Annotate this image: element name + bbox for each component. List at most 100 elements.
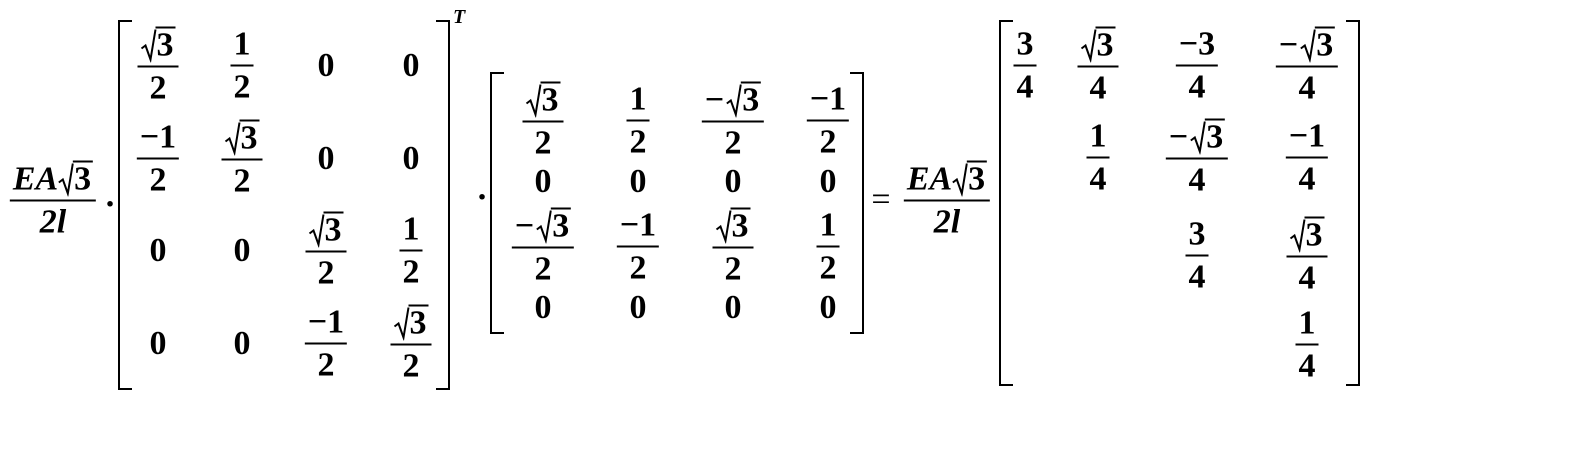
multiply-dot-2: · — [476, 179, 488, 216]
fraction-numerator: −3 — [1166, 118, 1228, 155]
fraction-bar — [1285, 156, 1329, 159]
fraction-numerator: 3 — [1188, 215, 1206, 253]
matrix-entry: 0 — [534, 163, 552, 200]
fraction-denominator: 2 — [629, 123, 647, 161]
fraction-denominator: 4 — [1188, 68, 1206, 106]
matrix-a-left-bracket — [118, 20, 132, 390]
sqrt-sign: 3 — [1289, 216, 1325, 253]
fraction-denominator: 2 — [819, 249, 837, 287]
transpose-superscript: T — [453, 6, 466, 28]
coef-prefix-right: EA — [906, 160, 953, 198]
fraction-denominator: 2 — [233, 162, 251, 200]
fraction-denominator: 2 — [149, 69, 167, 107]
minus-sign: − — [1278, 26, 1299, 64]
fraction-numerator: 1 — [233, 25, 251, 63]
radicand: 3 — [730, 207, 751, 245]
fraction-numerator: 3 — [222, 119, 263, 156]
fraction-denominator: 4 — [1089, 69, 1107, 107]
radicand: 3 — [155, 26, 176, 64]
matrix-entry: 0 — [317, 140, 335, 177]
fraction-bar — [903, 199, 991, 202]
sqrt-sign: 3 — [536, 207, 572, 244]
multiply-dot-1: · — [104, 186, 116, 223]
sqrt-sign: 3 — [224, 119, 260, 156]
fraction-bar — [221, 158, 263, 161]
matrix-entry: 0 — [629, 163, 647, 200]
fraction-denominator: 4 — [1188, 258, 1206, 296]
fraction-denominator: 4 — [1298, 160, 1316, 198]
radicand: 3 — [408, 304, 429, 342]
matrix-b-right-bracket — [850, 72, 864, 334]
fraction-bar — [390, 343, 432, 346]
matrix-c-right-bracket — [1346, 20, 1360, 386]
sqrt-sign: 3 — [1190, 118, 1226, 155]
fraction-bar — [399, 249, 423, 252]
fraction-numerator: −3 — [1276, 26, 1338, 64]
matrix-entry: 0 — [149, 325, 167, 362]
matrix-entry: 0 — [724, 289, 742, 326]
fraction-bar — [626, 119, 650, 122]
fraction-bar — [230, 64, 254, 67]
fraction-numerator: 3 — [713, 207, 754, 245]
fraction-numerator: 3 — [1078, 26, 1119, 64]
sqrt-sign: 3 — [952, 160, 988, 197]
fraction-numerator: 1 — [819, 206, 837, 244]
matrix-a-right-bracket — [436, 20, 450, 390]
fraction-bar — [511, 246, 575, 249]
fraction-denominator: 2 — [629, 249, 647, 287]
fraction-numerator: 1 — [629, 80, 647, 118]
sqrt-sign: 3 — [525, 81, 561, 119]
fraction-denominator: 2 — [402, 347, 420, 385]
fraction-denominator: 4 — [1089, 160, 1107, 198]
matrix-entry: 0 — [819, 163, 837, 200]
fraction-bar — [305, 250, 347, 253]
fraction-denominator: 2 — [724, 124, 742, 162]
fraction-numerator: −3 — [512, 207, 574, 244]
fraction-bar — [137, 65, 179, 68]
coef-radicand: 3 — [73, 160, 94, 198]
sqrt-sign: 3 — [726, 81, 762, 118]
fraction-bar — [522, 120, 564, 123]
fraction-denominator: 2 — [317, 254, 335, 292]
fraction-denominator: 4 — [1298, 69, 1316, 107]
fraction-bar — [1275, 65, 1339, 68]
matrix-entry: 0 — [402, 47, 420, 84]
fraction-bar — [712, 246, 754, 249]
fraction-bar — [816, 245, 840, 248]
fraction-numerator: −1 — [809, 80, 847, 118]
fraction-numerator: 3 — [306, 211, 347, 248]
matrix-entry: 0 — [149, 232, 167, 269]
fraction-numerator: −3 — [702, 81, 764, 119]
sqrt-sign: 3 — [308, 211, 344, 248]
fraction-numerator: 1 — [1089, 117, 1107, 155]
fraction-numerator: −1 — [139, 118, 177, 156]
sqrt-sign: 3 — [393, 304, 429, 342]
radicand: 3 — [1095, 26, 1116, 64]
matrix-c-left-bracket — [999, 20, 1013, 386]
fraction-denominator: 2 — [724, 250, 742, 288]
sqrt-sign: 3 — [140, 26, 176, 64]
matrix-entry: 0 — [402, 140, 420, 177]
minus-sign: − — [704, 81, 725, 119]
matrix-entry: 0 — [819, 289, 837, 326]
fraction-bar — [1286, 255, 1328, 258]
radicand: 3 — [540, 81, 561, 119]
